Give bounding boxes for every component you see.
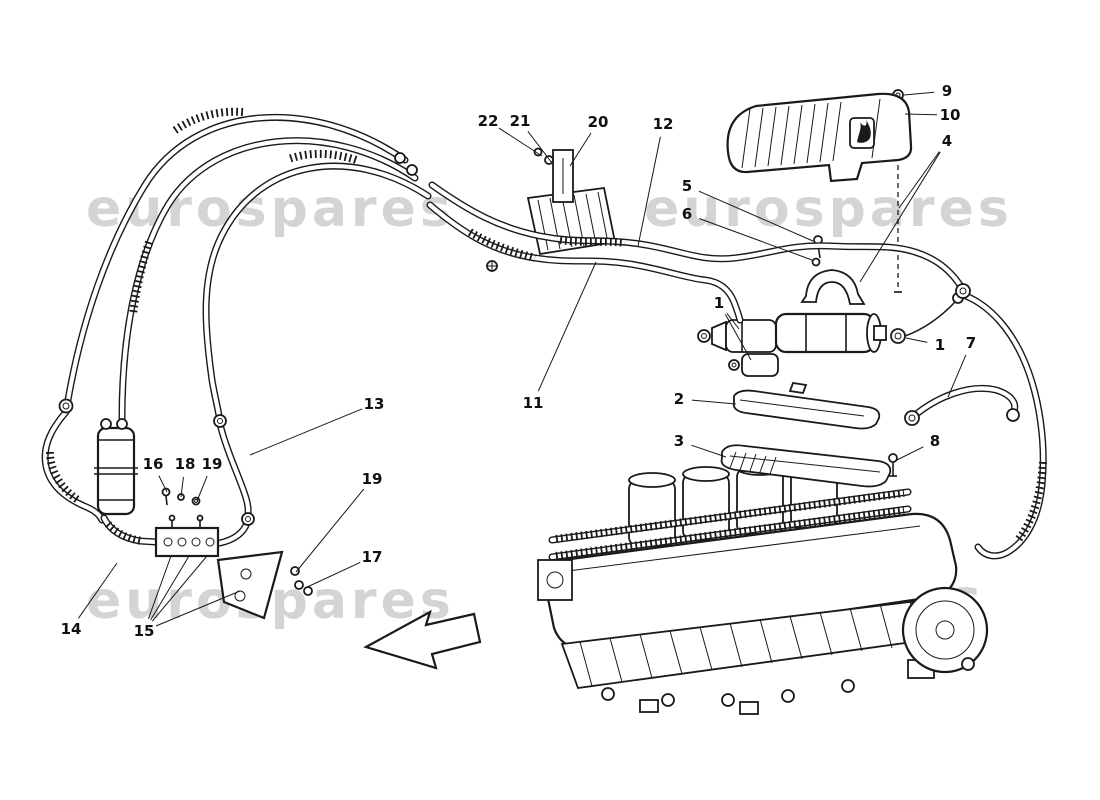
callout-leader (569, 132, 592, 167)
intake-manifold (537, 454, 989, 715)
receiver-drier (94, 418, 138, 516)
callout-10: 10 (940, 106, 961, 124)
callout-leader (903, 91, 935, 96)
direction-arrow (363, 609, 482, 670)
callout-11: 11 (523, 394, 544, 412)
callout-leader (78, 562, 118, 619)
bracket-washer-a (294, 580, 304, 590)
callout-8: 8 (930, 432, 940, 450)
callout-leader (724, 314, 752, 361)
callout-leader (894, 446, 924, 462)
callout-9: 9 (942, 82, 952, 100)
fuel-pump-secondary (741, 353, 779, 377)
callout-leader (147, 555, 172, 619)
callout-5: 5 (682, 177, 692, 195)
callout-15: 15 (134, 622, 155, 640)
callout-leader (158, 475, 168, 493)
callout-18: 18 (175, 455, 196, 473)
callout-leader (537, 261, 597, 392)
watermark-text: eurospares (86, 179, 455, 239)
manifold-block (154, 487, 220, 558)
callout-leader (691, 399, 737, 405)
callout-leader (295, 488, 365, 573)
callout-leader (898, 151, 940, 209)
callout-leader (498, 127, 543, 157)
callout-leader (150, 555, 190, 621)
callout-1: 1 (714, 294, 724, 312)
callout-leader (180, 476, 184, 498)
hose-assembly (41, 107, 1047, 560)
hose-fittings (58, 152, 971, 526)
block-screw (161, 487, 171, 497)
callout-leader (947, 354, 967, 398)
callout-leader (637, 136, 661, 247)
banjo-fitting (890, 328, 906, 344)
callout-leader (726, 312, 740, 330)
callout-7: 7 (966, 334, 976, 352)
callout-leader (527, 131, 553, 164)
callout-21: 21 (510, 112, 531, 130)
callout-16: 16 (143, 455, 164, 473)
manifold-end-box (537, 559, 573, 601)
callout-4: 4 (942, 132, 952, 150)
throttle-body (901, 586, 989, 679)
air-cleaner-cover (726, 92, 913, 183)
ferrari-logo (857, 120, 871, 143)
watermark-text: eurospares (644, 179, 1013, 239)
callout-leader (249, 408, 363, 456)
callout-12: 12 (653, 115, 674, 133)
callout-22: 22 (478, 112, 499, 130)
triangular-bracket (216, 550, 313, 620)
heat-shield-lower (720, 444, 892, 488)
callout-3: 3 (674, 432, 684, 450)
clamp-nut (811, 257, 821, 267)
fuel-pump (725, 319, 777, 353)
shield-stud (888, 453, 898, 477)
callout-leader (859, 151, 941, 283)
callout-19: 19 (202, 455, 223, 473)
fuel-filter-assembly (697, 292, 964, 377)
callout-leader (699, 218, 813, 261)
callout-leader (151, 555, 208, 622)
callout-13: 13 (364, 395, 385, 413)
callout-14: 14 (61, 620, 82, 638)
filter-clamp-bracket (800, 235, 866, 305)
callout-19: 19 (362, 470, 383, 488)
callout-6: 6 (682, 205, 692, 223)
callout-leader (304, 562, 361, 589)
callout-1: 1 (935, 336, 945, 354)
callout-leader (698, 190, 814, 242)
callout-leader (691, 444, 727, 458)
bracket-washer (533, 147, 543, 157)
mounting-bosses (601, 679, 855, 715)
callout-leader (196, 475, 208, 502)
heat-shield-upper (732, 381, 881, 430)
fuel-rails (548, 488, 912, 561)
fuel-filter (774, 312, 876, 354)
bracket-clip (290, 566, 300, 576)
callout-17: 17 (362, 548, 383, 566)
callout-leader (904, 113, 938, 116)
callout-2: 2 (674, 390, 684, 408)
callout-leader (905, 337, 928, 343)
cam-cover-band (560, 597, 958, 689)
callout-20: 20 (588, 113, 609, 131)
callout-leader (155, 590, 241, 627)
